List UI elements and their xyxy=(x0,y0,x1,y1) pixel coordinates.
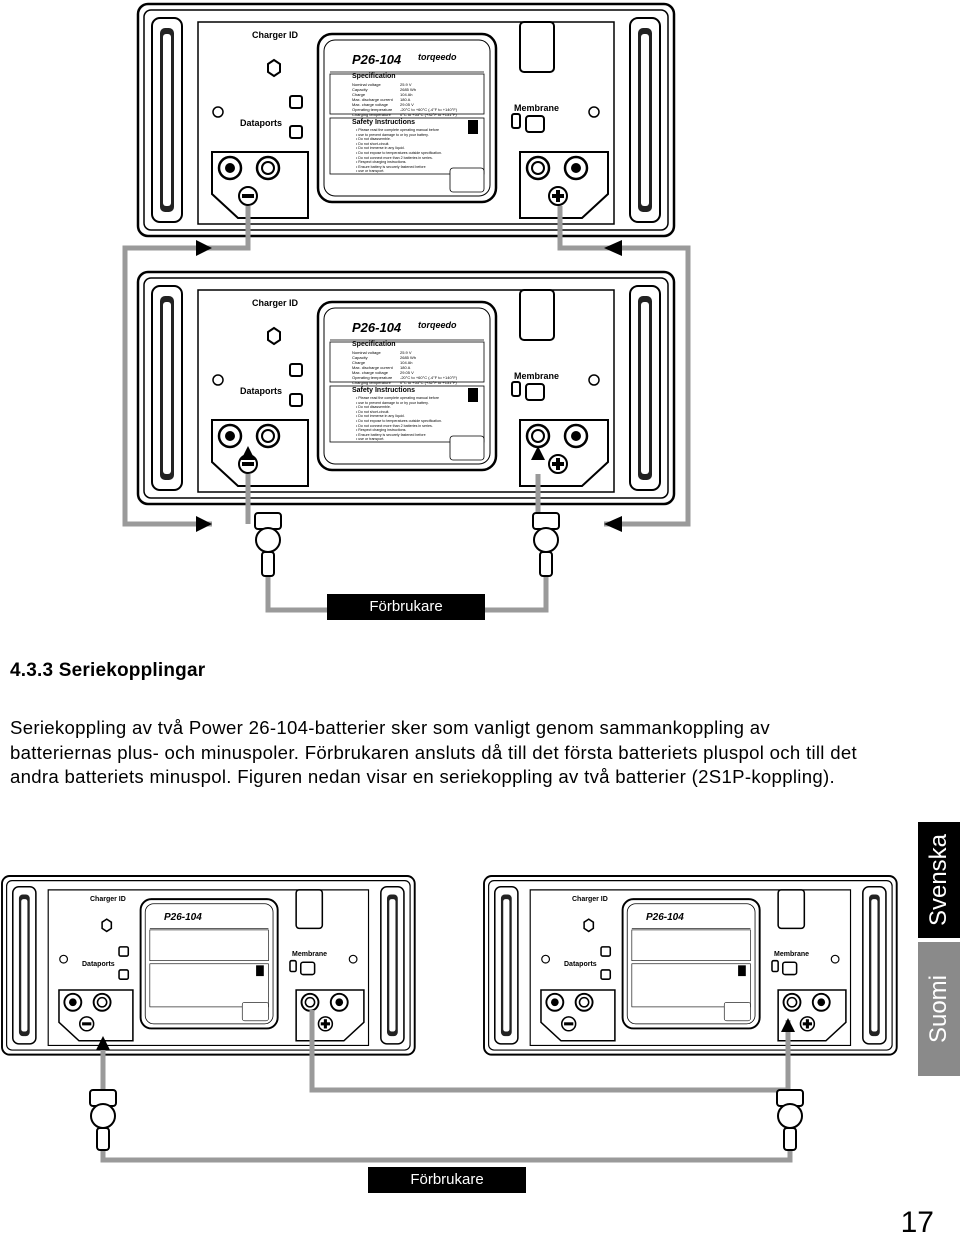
arrow-b-2 xyxy=(781,1018,795,1032)
safety-row: • Please read the complete operating man… xyxy=(356,128,439,132)
dataports-label-2: Dataports xyxy=(240,386,283,396)
safety-row: • use or transport. xyxy=(356,169,385,174)
clamp-left-top xyxy=(254,512,282,577)
safety-row: • use to prevent damage to or by your ba… xyxy=(356,132,429,137)
battery-bottom-1 xyxy=(1,875,416,1056)
load-label-top: Förbrukare xyxy=(327,594,485,620)
arrow-2 xyxy=(604,240,622,256)
charger-id-label-2: Charger ID xyxy=(252,298,299,308)
spec-row-key: Operating temperature xyxy=(352,107,393,112)
safety-row: • Do not connect more than 2 batteries i… xyxy=(356,423,433,428)
spec-row-key: Max. discharge current xyxy=(352,97,393,102)
bottom-wiring-svg xyxy=(1,875,898,1163)
battery-bottom-2 xyxy=(483,875,898,1056)
charger-id-label-4: Charger ID xyxy=(572,896,608,903)
cable-bottom-center xyxy=(309,1010,791,1093)
safety-row: • Do not disassemble. xyxy=(356,137,391,142)
spec-row-value: 25.9 V xyxy=(400,350,412,355)
spec-row-key: Max. charge voltage xyxy=(352,102,389,107)
safety-row: • Do not connect more than 2 batteries i… xyxy=(356,155,433,160)
safety-row: • Do not immerse in any liquid. xyxy=(356,146,405,151)
safety-row: • use to prevent damage to or by your ba… xyxy=(356,400,429,405)
model-label-4: P26-104 xyxy=(646,912,684,923)
spec-row-value: 104 Ah xyxy=(400,360,413,365)
spec-row-value: -20°C to +60°C (-4°F to +140°F) xyxy=(400,375,458,380)
safety-row: • Do not immerse in any liquid. xyxy=(356,414,405,419)
spec-row-value: 0°C to +55°C (+32°F to +131°F) xyxy=(400,380,457,385)
brand-label-2: torqeedo xyxy=(418,320,457,330)
model-label-1: P26-104 xyxy=(352,52,402,67)
model-label-3: P26-104 xyxy=(164,912,202,923)
membrane-label-2: Membrane xyxy=(514,371,560,381)
top-diagram: Charger ID Dataports Membrane P26-104 to… xyxy=(122,2,691,620)
spec-row-value: 25.9 V xyxy=(400,82,412,87)
safety-row: • Do not short-circuit. xyxy=(356,409,390,414)
tab-svenska[interactable]: Svenska xyxy=(918,822,960,938)
spec-row-key: Charging temperature xyxy=(352,380,391,385)
safety-row: • Respect charging instructions. xyxy=(356,160,407,165)
brand-label-1: torqeedo xyxy=(418,52,457,62)
page-number: 17 xyxy=(900,1206,934,1239)
clamp-right-top xyxy=(532,512,560,577)
dataports-label-3: Dataports xyxy=(82,961,115,968)
arrow-4 xyxy=(604,516,622,532)
safety-row: • Do not short-circuit. xyxy=(356,141,390,146)
clamp-right-bottom xyxy=(776,1089,804,1151)
spec-row-value: 29.05 V xyxy=(400,370,414,375)
spec-row-value: 2685 Wh xyxy=(400,355,417,360)
membrane-label-3: Membrane xyxy=(292,951,328,958)
arrow-5 xyxy=(241,446,255,460)
spec-row-value: 104 Ah xyxy=(400,92,413,97)
spec-row-key: Charge xyxy=(352,92,366,97)
tab-suomi[interactable]: Suomi xyxy=(918,942,960,1076)
spec-row-value: 2685 Wh xyxy=(400,87,417,92)
spec-title-2: Specification xyxy=(352,341,396,348)
membrane-label-4: Membrane xyxy=(774,951,810,958)
safety-row: • use or transport. xyxy=(356,437,385,442)
safety-title-2: Safety Instructions xyxy=(352,387,416,394)
safety-title-1: Safety Instructions xyxy=(352,119,416,126)
safety-row: • Do not expose to temperatures outside … xyxy=(356,419,442,423)
section-paragraph: Seriekoppling av två Power 26-104-batter… xyxy=(10,717,857,787)
spec-row-key: Charge xyxy=(352,360,366,365)
spec-row-key: Nominal voltage xyxy=(352,82,381,87)
spec-row-key: Capacity xyxy=(352,355,368,360)
safety-row: • Do not expose to temperatures outside … xyxy=(356,151,442,155)
safety-row: • Please read the complete operating man… xyxy=(356,396,439,400)
spec-row-value: -20°C to +60°C (-4°F to +140°F) xyxy=(400,107,458,112)
charger-id-label-3: Charger ID xyxy=(90,896,126,903)
spec-row-key: Operating temperature xyxy=(352,375,393,380)
arrow-6 xyxy=(531,446,545,460)
spec-row-key: Max. discharge current xyxy=(352,365,393,370)
top-wiring-svg xyxy=(122,2,691,613)
bottom-diagram: Charger ID Dataports Membrane P26-104 Ch… xyxy=(0,870,960,1200)
dataports-label-4: Dataports xyxy=(564,961,597,968)
spec-title-1: Specification xyxy=(352,73,396,80)
dataports-label-1: Dataports xyxy=(240,118,283,128)
spec-row-value: 180 A xyxy=(400,365,411,370)
cable-bottom-load xyxy=(100,1140,793,1163)
spec-row-key: Capacity xyxy=(352,87,368,92)
spec-row-key: Nominal voltage xyxy=(352,350,381,355)
charger-id-label-1: Charger ID xyxy=(252,30,299,40)
spec-row-value: 0°C to +55°C (+32°F to +131°F) xyxy=(400,112,457,117)
arrow-b-1 xyxy=(96,1036,110,1050)
spec-row-value: 29.05 V xyxy=(400,102,414,107)
spec-row-key: Charging temperature xyxy=(352,112,391,117)
spec-row-value: 180 A xyxy=(400,97,411,102)
spec-row-key: Max. charge voltage xyxy=(352,370,389,375)
safety-row: • Do not disassemble. xyxy=(356,405,391,410)
safety-row: • Ensure battery is securely fastened be… xyxy=(356,432,426,437)
arrow-3 xyxy=(196,516,212,532)
clamp-left-bottom xyxy=(89,1089,117,1151)
membrane-label-1: Membrane xyxy=(514,103,560,113)
load-label-bottom: Förbrukare xyxy=(368,1167,526,1193)
safety-row: • Ensure battery is securely fastened be… xyxy=(356,164,426,169)
arrow-1 xyxy=(196,240,212,256)
section-heading: 4.3.3 Seriekopplingar xyxy=(10,660,206,681)
safety-row: • Respect charging instructions. xyxy=(356,428,407,433)
model-label-2: P26-104 xyxy=(352,320,402,335)
